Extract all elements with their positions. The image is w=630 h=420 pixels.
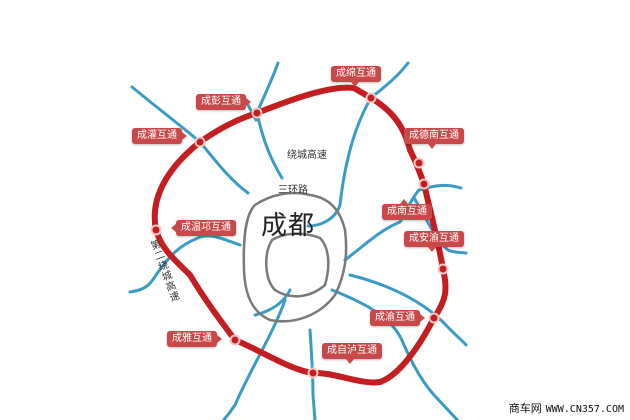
- node-chengyu: [428, 312, 440, 324]
- road-se: [330, 288, 460, 420]
- road-sw: [221, 298, 287, 420]
- badge-chengguan: 成灌互通: [132, 128, 187, 144]
- node-chengpeng: [251, 107, 263, 119]
- node-chengya: [229, 334, 241, 346]
- node-chenganyu: [437, 263, 449, 275]
- road-ne: [306, 61, 410, 228]
- badge-chengdenan: 成德南互通: [404, 128, 464, 149]
- badge-chenganyu: 成安渝互通: [404, 231, 464, 252]
- watermark-site-name: 商车网: [508, 402, 542, 415]
- city-label: 成都: [261, 211, 316, 241]
- ring-road-third: [265, 232, 330, 298]
- badge-chengya: 成雅互通: [167, 331, 222, 347]
- interchange-nodes: [150, 92, 449, 379]
- road-e-upper: [343, 183, 463, 262]
- road-w: [128, 234, 242, 294]
- badge-chengmian: 成绵互通: [331, 66, 381, 87]
- road-e-lower: [348, 273, 468, 347]
- watermark-url: WWW.CN357.COM: [545, 404, 624, 415]
- node-chengdenan: [413, 157, 425, 169]
- badge-chengyu: 成渝互通: [370, 310, 425, 326]
- node-chengwenqiong: [150, 224, 162, 236]
- node-chengmian: [365, 92, 377, 104]
- node-chengzilu: [307, 367, 319, 379]
- ring-expressway: [242, 191, 348, 323]
- badge-chengzilu: 成自泸互通: [322, 343, 382, 364]
- road-n-left: [255, 61, 284, 180]
- node-chengnan: [418, 178, 430, 190]
- badge-chengpeng: 成彭互通: [196, 94, 251, 110]
- node-chengguan: [194, 136, 206, 148]
- badge-chengnan: 成南互通: [382, 199, 432, 220]
- badge-chengwenqiong: 成温邛互通: [171, 220, 236, 236]
- ring-expressway-label: 绕城高速: [287, 150, 327, 161]
- ring-road-label: 三环路: [278, 185, 308, 196]
